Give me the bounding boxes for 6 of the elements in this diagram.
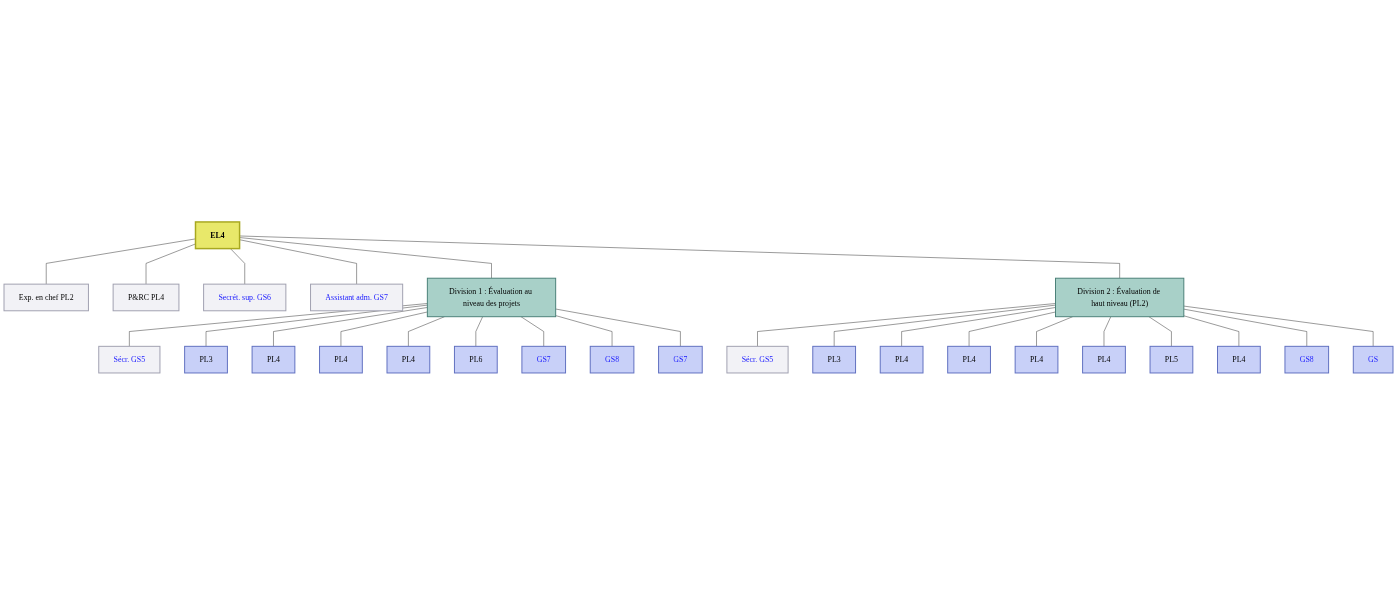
connector — [1183, 315, 1240, 347]
connector — [555, 314, 613, 347]
connector — [757, 302, 1056, 347]
connector — [901, 306, 1056, 347]
connector — [968, 311, 1056, 347]
connector — [833, 304, 1056, 347]
